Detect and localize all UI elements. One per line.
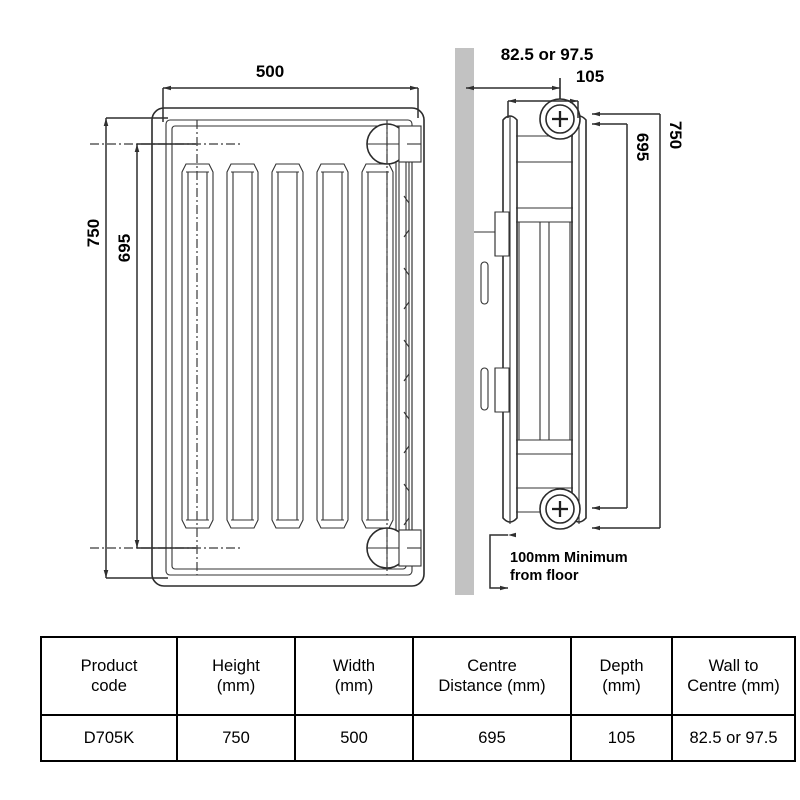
header-line2: (mm) (602, 677, 641, 695)
header-line1: Centre (467, 656, 517, 675)
side-view (474, 78, 587, 530)
specification-table: Product code Height (mm) Width (mm) Cent… (40, 636, 796, 762)
dim-front-width: 500 (162, 62, 419, 122)
specification-table-container: Product code Height (mm) Width (mm) Cent… (40, 636, 796, 762)
header-line1: Product (80, 656, 138, 675)
wall-bracket-lower (480, 367, 510, 413)
fin (271, 163, 304, 529)
header-line2: Centre (mm) (687, 677, 780, 695)
dim-front-height: 750 (84, 117, 168, 579)
side-back-panel (571, 115, 587, 524)
header-height: Height (mm) (176, 636, 296, 716)
dim-label-side-depth: 105 (576, 67, 604, 86)
front-bottom-valve (366, 527, 422, 569)
side-connecting-plates (516, 135, 573, 513)
header-product-code: Product code (40, 636, 178, 716)
header-wall-to-centre: Wall to Centre (mm) (671, 636, 796, 716)
header-width: Width (mm) (294, 636, 414, 716)
dim-label-side-centre: 695 (633, 133, 652, 161)
front-outer-casing (151, 107, 425, 587)
floor-clearance-bracket (489, 532, 516, 591)
side-bottom-valve (539, 488, 581, 530)
header-line1: Width (332, 656, 376, 675)
dim-label-wall-to-centre: 82.5 or 97.5 (501, 45, 594, 64)
fin (181, 163, 214, 529)
cell-product-code: D705K (40, 714, 178, 762)
front-inner-casing-2 (171, 125, 407, 570)
front-view (90, 107, 425, 587)
cell-width: 500 (294, 714, 414, 762)
header-line2: Distance (mm) (438, 677, 546, 695)
front-top-valve (366, 123, 422, 165)
dim-side-centre: 695 (592, 121, 652, 511)
dim-side-depth: 105 (507, 67, 604, 118)
cell-height: 750 (176, 714, 296, 762)
side-top-valve (539, 98, 581, 140)
dim-label-front-centre: 695 (115, 234, 134, 262)
side-front-panel (502, 115, 518, 524)
fin (316, 163, 349, 529)
header-centre-distance: Centre Distance (mm) (412, 636, 572, 716)
note-floor-clearance-line2: from floor (510, 568, 579, 584)
header-line1: Height (212, 656, 260, 675)
table-row: D705K 750 500 695 105 82.5 or 97.5 (40, 714, 796, 762)
front-right-channel (395, 149, 413, 547)
dim-label-side-height: 750 (666, 121, 685, 149)
wall-surface (455, 48, 474, 595)
header-line2: code (91, 677, 127, 695)
fin (226, 163, 259, 529)
cell-wall-to-centre: 82.5 or 97.5 (671, 714, 796, 762)
header-depth: Depth (mm) (570, 636, 673, 716)
note-floor-clearance-line1: 100mm Minimum (510, 550, 628, 566)
dim-side-height: 750 (592, 111, 685, 531)
dim-label-front-height: 750 (84, 219, 103, 247)
header-line2: (mm) (334, 677, 374, 695)
header-line1: Wall to (708, 656, 759, 675)
dim-label-front-width: 500 (256, 62, 284, 81)
header-line1: Depth (599, 656, 644, 675)
header-line2: (mm) (216, 677, 256, 695)
dim-wall-to-centre: 82.5 or 97.5 (466, 45, 594, 91)
table-header-row: Product code Height (mm) Width (mm) Cent… (40, 636, 796, 716)
wall-bracket-upper (474, 211, 510, 305)
cell-centre-distance: 695 (412, 714, 572, 762)
dim-front-centre: 695 (115, 143, 196, 549)
cell-depth: 105 (570, 714, 673, 762)
